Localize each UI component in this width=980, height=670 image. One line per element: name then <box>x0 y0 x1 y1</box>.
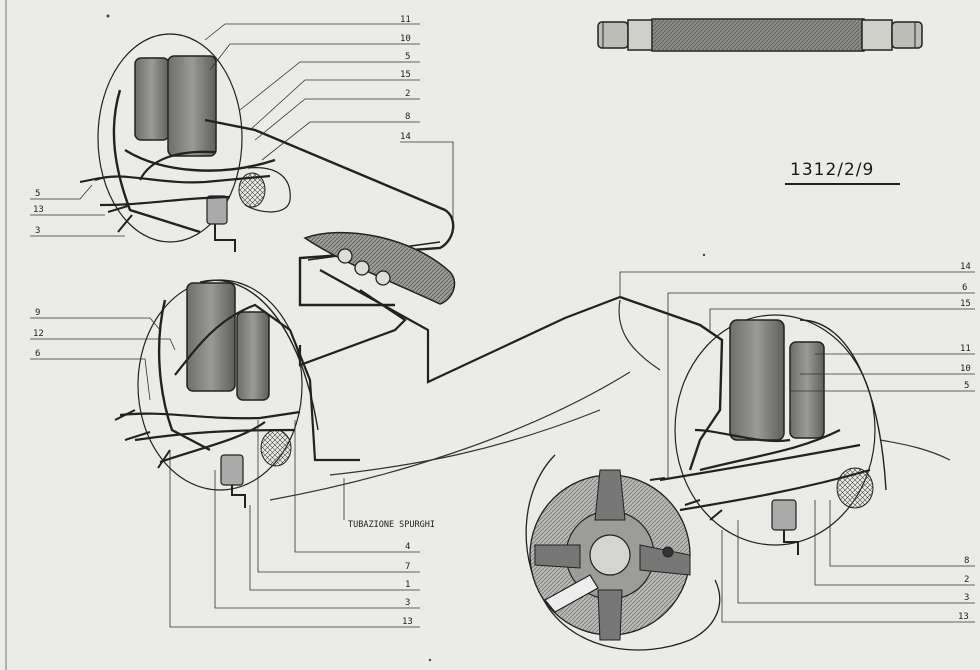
callout-label: 2 <box>405 89 411 99</box>
right-tank-assembly <box>619 295 887 555</box>
callout-label: 3 <box>405 598 411 608</box>
central-manifold-panel <box>298 231 621 384</box>
callout-label: 6 <box>962 283 968 293</box>
callout-label: 13 <box>402 617 413 627</box>
callout-label: 10 <box>400 34 411 44</box>
callout-label: 14 <box>400 132 411 142</box>
callout-label: 5 <box>35 189 41 199</box>
callout-label: 3 <box>964 593 970 603</box>
callout-label: 10 <box>960 364 971 374</box>
callout-label: 4 <box>405 542 411 552</box>
mid-left-tank-assembly <box>114 279 360 508</box>
airframe-outline <box>269 299 951 501</box>
callout-label: 8 <box>964 556 970 566</box>
callout-label: 5 <box>964 381 970 391</box>
callout-label: 12 <box>33 329 44 339</box>
callout-label: 11 <box>960 344 971 354</box>
callout-label: 3 <box>35 226 41 236</box>
radial-engine <box>525 454 721 651</box>
callout-label: 13 <box>33 205 44 215</box>
callout-label: 13 <box>958 612 969 622</box>
drawing-reference-number: 1312/2/9 <box>790 160 875 180</box>
flexible-hose-illustration <box>597 18 923 52</box>
callout-label: 1 <box>405 580 411 590</box>
top-left-tank-assembly <box>79 33 455 307</box>
callout-label: 15 <box>400 70 411 80</box>
drain-piping-caption: TUBAZIONE SPURGHI <box>348 520 435 530</box>
callout-label: 8 <box>405 112 411 122</box>
callout-label: 2 <box>964 575 970 585</box>
callout-label: 15 <box>960 299 971 309</box>
callout-leader-lines <box>30 23 975 628</box>
callout-label: 14 <box>960 262 971 272</box>
callout-label: 7 <box>405 562 411 572</box>
callout-label: 11 <box>400 15 411 25</box>
callout-label: 5 <box>405 52 411 62</box>
callout-label: 9 <box>35 308 41 318</box>
callout-label: 6 <box>35 349 41 359</box>
